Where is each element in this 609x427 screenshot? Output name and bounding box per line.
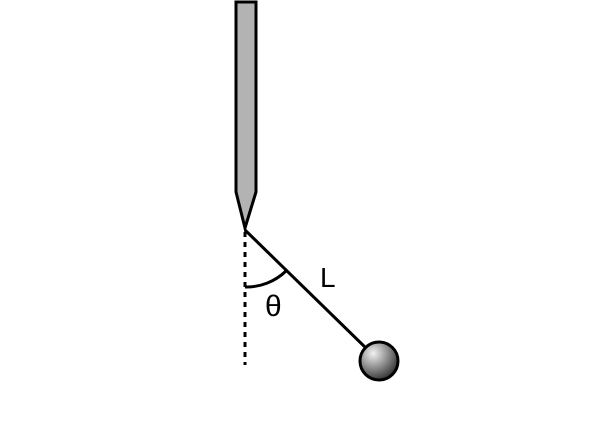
pivot-support-rod (234, 0, 258, 234)
angle-label: θ (265, 290, 282, 323)
pendulum-bob (358, 340, 400, 382)
pendulum-string (243, 228, 370, 352)
length-label: L (320, 262, 336, 293)
angle-arc (244, 269, 288, 289)
